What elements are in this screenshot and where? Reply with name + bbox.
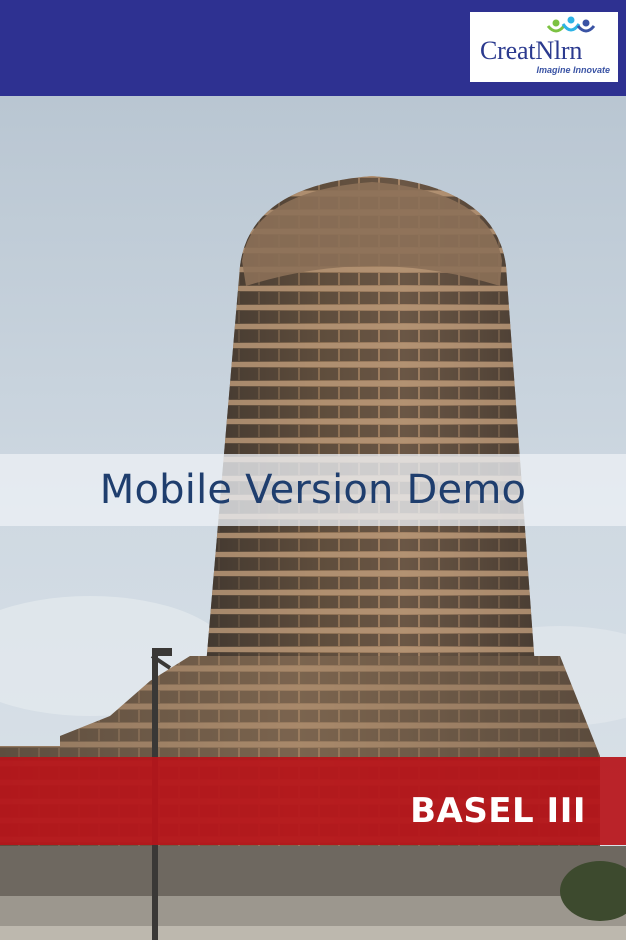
logo-tagline: Imagine Innovate bbox=[536, 65, 610, 75]
title-banner: BASEL III bbox=[0, 757, 626, 845]
demo-caption: Mobile Version Demo bbox=[99, 467, 527, 513]
course-title: BASEL III bbox=[410, 791, 586, 831]
creatnlrn-logo: CreatNlrn Imagine Innovate bbox=[470, 12, 618, 82]
caption-strip: Mobile Version Demo bbox=[0, 454, 626, 526]
header-bar: CreatNlrn Imagine Innovate bbox=[0, 0, 626, 96]
logo-wordmark: CreatNlrn bbox=[480, 36, 583, 65]
people-icon bbox=[546, 16, 596, 33]
